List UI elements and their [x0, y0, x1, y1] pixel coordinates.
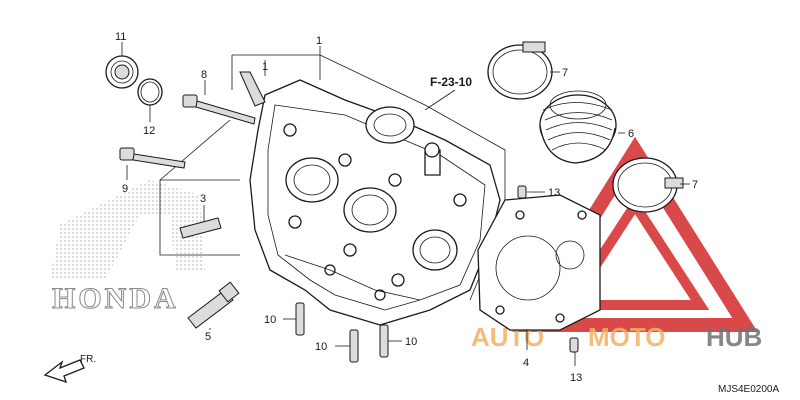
honda-wing-logo: HONDA	[50, 180, 205, 316]
callout-7a: 7	[562, 67, 568, 79]
callout-2-pin: 1	[262, 61, 268, 73]
cap-and-oring	[105, 55, 163, 106]
callout-5: 5	[205, 331, 211, 343]
insulator	[539, 90, 617, 164]
front-direction-indicator: FR.	[43, 354, 96, 384]
callout-3: 3	[200, 193, 206, 205]
intake-pipe-pin	[239, 71, 266, 107]
callout-13b: 13	[570, 372, 582, 384]
callout-10b: 10	[315, 341, 327, 353]
callout-4: 4	[523, 357, 529, 369]
watermark-text-moto: MOTO	[588, 322, 666, 352]
head-gasket	[477, 194, 601, 331]
callout-11: 11	[115, 31, 126, 43]
callout-7b: 7	[692, 179, 698, 191]
cylinder-head	[249, 79, 501, 326]
callout-10c: 10	[405, 336, 417, 348]
dowel-pin	[179, 217, 222, 239]
callout-12: 12	[143, 125, 155, 137]
hose-band-upper	[487, 41, 553, 100]
watermark-text-hub: HUB	[706, 322, 762, 352]
callout-13a: 13	[548, 187, 560, 199]
callout-10a: 10	[264, 314, 276, 326]
reference-label: F-23-10	[430, 75, 472, 89]
stud-bolts	[295, 302, 389, 363]
front-arrow-icon	[43, 359, 85, 384]
callout-1: 1	[316, 35, 322, 47]
bolts	[119, 94, 256, 169]
honda-logo-text: HONDA	[52, 282, 179, 315]
drawing-code: MJS4E0200A	[718, 384, 779, 395]
callouts: 11 12 8 1 9 3 5 10 10 10 1 7 6 7 13 4 13…	[115, 31, 698, 384]
dowel-pins-13	[517, 185, 579, 353]
spark-plug	[187, 281, 240, 329]
callout-9: 9	[122, 183, 128, 195]
callout-6: 6	[628, 128, 634, 140]
leader-lines	[121, 42, 690, 366]
front-label: FR.	[80, 354, 96, 365]
hose-band-lower	[612, 157, 684, 213]
callout-8: 8	[201, 69, 207, 81]
